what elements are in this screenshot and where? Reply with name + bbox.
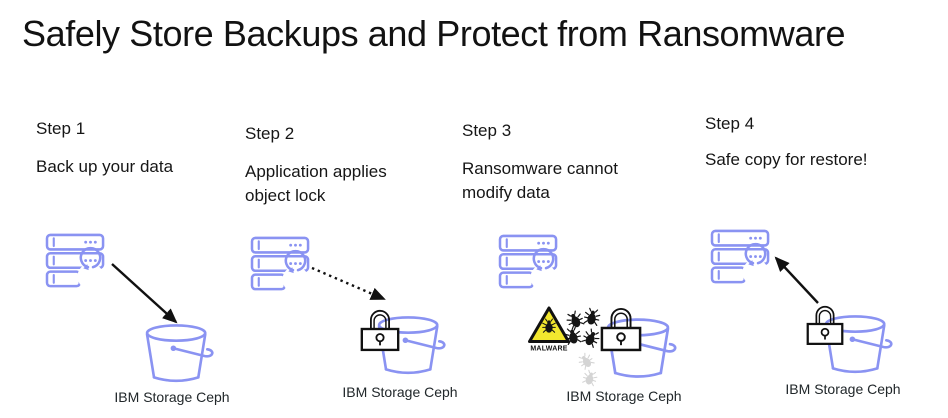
server-backup-icon <box>710 229 770 287</box>
object-lock-icon <box>600 307 642 352</box>
step-2-heading: Step 2 <box>245 124 295 143</box>
storage-label: IBM Storage Ceph <box>342 384 458 400</box>
server-backup-icon <box>250 236 310 294</box>
object-lock-icon <box>360 309 400 352</box>
object-lock-arrow <box>311 266 386 301</box>
slide-title: Safely Store Backups and Protect from Ra… <box>22 13 846 54</box>
server-backup-icon <box>498 234 558 292</box>
backup-arrow <box>111 263 178 324</box>
storage-label: IBM Storage Ceph <box>566 388 682 404</box>
ransomware-bug-icon <box>582 307 602 327</box>
restore-arrow <box>774 256 819 304</box>
storage-label: IBM Storage Ceph <box>114 389 230 405</box>
step-3-description: Ransomware cannot modify data <box>462 159 618 202</box>
step-1-heading: Step 1 <box>36 119 86 138</box>
step-2-description: Application applies object lock <box>245 162 387 205</box>
malware-label: MALWARE <box>530 346 567 353</box>
deflected-bug-icon <box>576 351 596 371</box>
step-4-heading: Step 4 <box>705 114 755 133</box>
ransomware-bug-icon <box>580 326 602 349</box>
malware-warning-icon: MALWARE <box>528 306 570 353</box>
step-1-description: Back up your data <box>36 157 174 176</box>
deflected-bug-icon <box>581 368 599 387</box>
step-4-description: Safe copy for restore! <box>705 150 868 169</box>
server-backup-icon <box>45 233 105 291</box>
object-lock-icon <box>806 305 844 346</box>
storage-bucket-icon <box>145 324 214 383</box>
step-3-heading: Step 3 <box>462 121 512 140</box>
storage-label: IBM Storage Ceph <box>785 381 901 397</box>
